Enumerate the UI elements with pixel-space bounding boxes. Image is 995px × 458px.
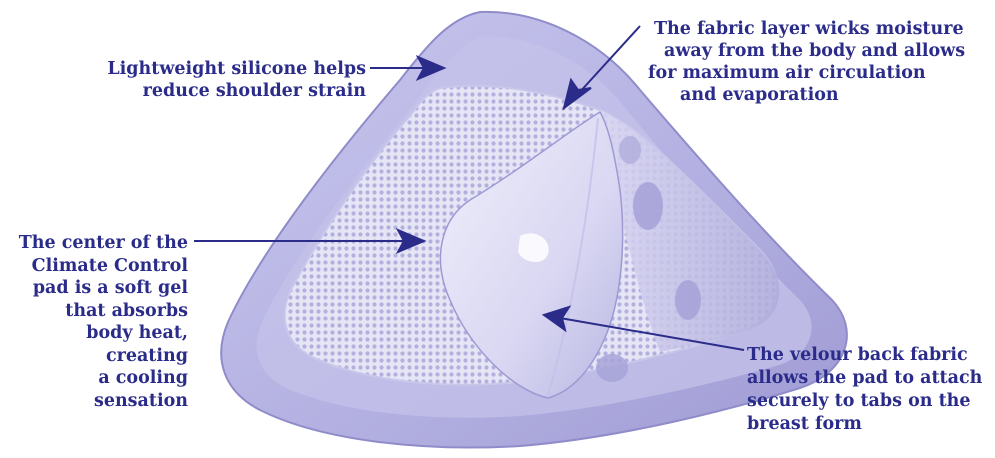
velour-tab [675,280,701,320]
callout-velour: The velour back fabric allows the pad to… [747,344,992,436]
callout-line: a cooling [4,367,188,390]
callout-line: that absorbs [4,300,188,323]
callout-center-gel: The center of the Climate Control pad is… [4,232,188,412]
callout-line: away from the body and allows [634,40,994,62]
callout-line: The center of the [4,232,188,255]
callout-line: securely to tabs on the [747,390,992,413]
callout-silicone: Lightweight silicone helps reduce should… [98,58,366,102]
callout-line: sensation [4,390,188,413]
callout-line: breast form [747,413,992,436]
callout-line: and evaporation [634,84,994,106]
callout-line: body heat, [4,322,188,345]
callout-line: The fabric layer wicks moisture [634,18,994,40]
velour-tab [619,136,641,164]
callout-line: pad is a soft gel [4,277,188,300]
callout-line: creating [4,345,188,368]
velour-tab [596,354,628,382]
callout-fabric: The fabric layer wicks moisture away fro… [634,18,994,106]
callout-line: Lightweight silicone helps [98,58,366,80]
callout-line: Climate Control [4,255,188,278]
callout-line: allows the pad to attach [747,367,992,390]
callout-line: for maximum air circulation [634,62,994,84]
velour-tab [633,182,663,230]
callout-line: reduce shoulder strain [98,80,366,102]
callout-line: The velour back fabric [747,344,992,367]
